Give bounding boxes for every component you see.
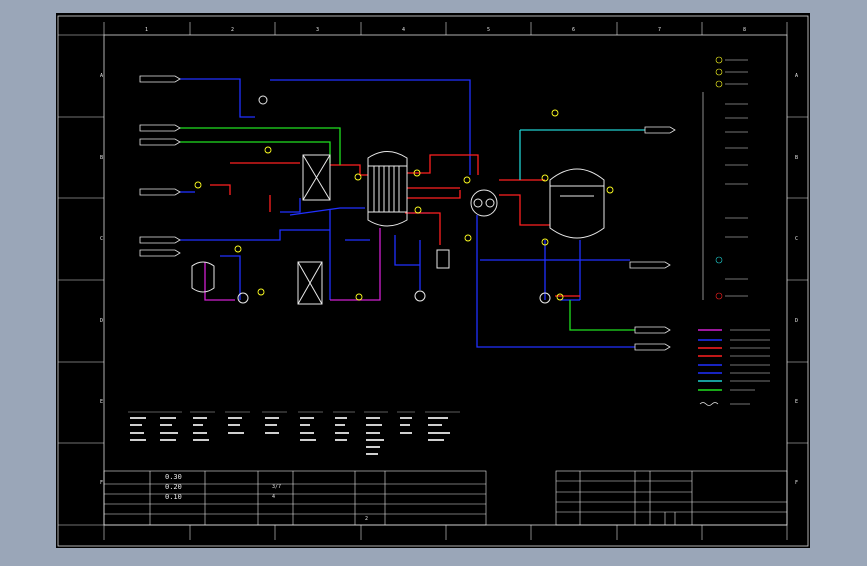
stream-table-text [130,417,450,455]
heat-exchanger-upper [302,154,331,201]
title-block-left [103,470,487,526]
magenta-process-lines [204,228,381,301]
pumps [237,95,551,304]
col-marker: 8 [743,27,747,33]
col-marker: 6 [572,27,576,33]
col-marker: 2 [231,27,235,33]
col-marker: 4 [402,27,406,33]
storage-vessel [549,168,605,239]
rev-value: 0.10 [165,493,182,501]
line-legend [698,329,722,406]
cyan-process-lines [519,129,645,180]
col-marker: 7 [658,27,662,33]
col-marker: 1 [145,27,149,33]
row-marker: A [100,73,104,79]
sheet-value: 4 [272,494,276,500]
inlet-arrows [139,75,181,257]
row-marker: D [795,318,799,324]
column-grid [58,22,808,540]
legend-dashes [725,59,770,405]
row-marker: B [100,155,104,161]
row-marker: A [795,73,799,79]
roots-blower [470,189,498,217]
outlet-arrows [629,126,676,351]
row-marker: D [100,318,104,324]
separator [436,249,450,269]
heat-exchanger-lower [297,261,323,305]
title-block-right [555,470,788,526]
shell-tube-reactor [367,151,408,227]
drawing-sheet [56,13,810,548]
rev-value: 0.20 [165,483,182,491]
row-marker: F [795,480,799,486]
col-marker: 5 [487,27,491,33]
page-value: 2 [365,516,369,522]
row-marker: C [100,236,104,242]
row-marker: E [100,399,104,405]
rev-value: 0.30 [165,473,182,481]
red-process-lines [210,154,580,297]
row-marker: B [795,155,799,161]
col-marker: 3 [316,27,320,33]
buffer-drum [191,261,215,293]
outer-frame [57,15,809,547]
row-marker: E [795,399,799,405]
instrument-bubbles [194,109,614,301]
row-marker: C [795,236,799,242]
scale-value: 3/7 [272,484,282,490]
row-marker: F [100,480,104,486]
symbol-legend [702,56,723,300]
